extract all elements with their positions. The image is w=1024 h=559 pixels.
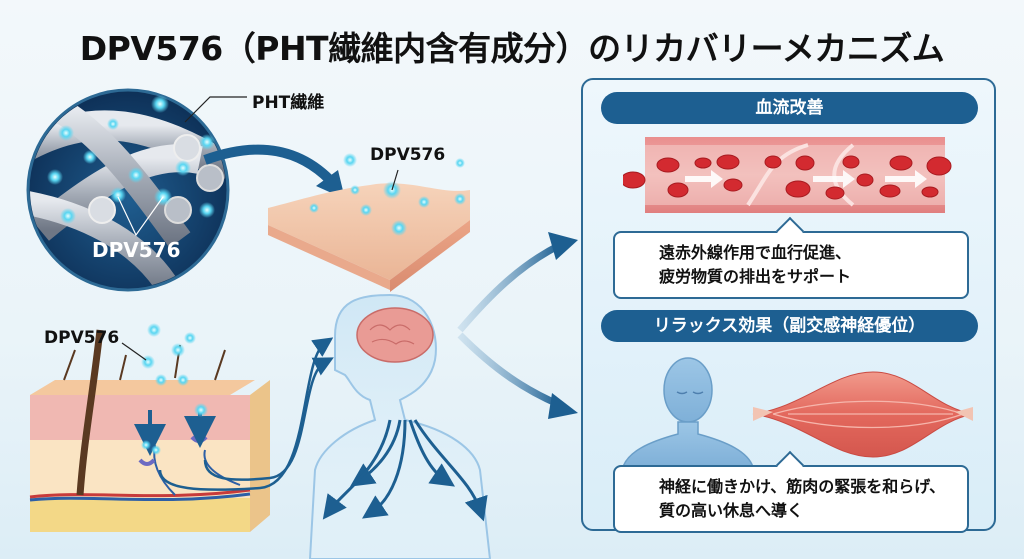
blood-flow-heading: 血流改善	[601, 92, 978, 124]
blood-flow-line-1: 遠赤外線作用で血行促進、	[659, 243, 852, 262]
pht-fiber-label: PHT繊維	[252, 93, 325, 113]
pht-fiber-closeup	[26, 88, 247, 292]
blood-flow-description: 遠赤外線作用で血行促進、 疲労物質の排出をサポート	[613, 216, 969, 299]
relax-description: 神経に働きかけ、筋肉の緊張を和らげ、 質の高い休息へ導く	[613, 450, 969, 533]
skin-section-dpv576-label: DPV576	[44, 328, 120, 348]
relaxed-person-icon	[623, 357, 754, 467]
skin-surface-dpv576-label: DPV576	[370, 145, 446, 165]
relax-illustration	[623, 357, 973, 467]
skin-surface-block	[268, 153, 470, 292]
relax-line-2: 質の高い休息へ導く	[659, 501, 804, 520]
blood-flow-line-2: 疲労物質の排出をサポート	[659, 267, 852, 286]
human-body-nervous-system	[308, 293, 492, 559]
branch-arrows	[457, 232, 578, 419]
muscle-illustration	[752, 371, 973, 458]
transfer-arrow	[203, 144, 334, 184]
relax-heading: リラックス効果（副交感神経優位）	[601, 310, 978, 342]
skin-cross-section	[29, 323, 334, 532]
blood-vessel-illustration	[623, 137, 952, 213]
relax-line-1: 神経に働きかけ、筋肉の緊張を和らげ、	[659, 477, 946, 496]
effects-panel: 血流改善 遠赤外線作用で血行促進、 疲労物質の排出をサポート リラックス効果（副…	[581, 78, 996, 533]
page-title: DPV576（PHT繊維内含有成分）のリカバリーメカニズム	[79, 29, 945, 68]
fiber-dpv576-label: DPV576	[92, 238, 181, 262]
